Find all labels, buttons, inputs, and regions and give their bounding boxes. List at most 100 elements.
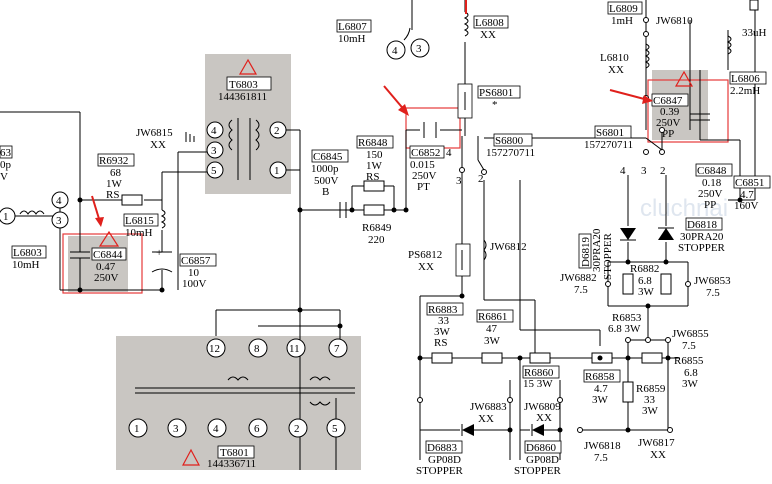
red-arrows bbox=[91, 0, 653, 227]
svg-text:GP08D: GP08D bbox=[428, 454, 461, 466]
r6882-resistor: R6882 6.8 3W bbox=[605, 263, 691, 298]
c6852-capacitor: C6852 0.015 250V PT bbox=[409, 122, 445, 193]
svg-text:6.8: 6.8 bbox=[684, 367, 698, 379]
jw6818-jumper: JW6818 7.5 bbox=[577, 427, 621, 464]
jw6853-jumper: JW6853 7.5 bbox=[694, 275, 731, 299]
svg-text:157270711: 157270711 bbox=[584, 139, 633, 151]
svg-text:250V: 250V bbox=[94, 272, 119, 284]
svg-text:0.47: 0.47 bbox=[96, 261, 116, 273]
svg-text:33: 33 bbox=[438, 315, 450, 327]
svg-text:JW6883: JW6883 bbox=[470, 401, 507, 413]
svg-text:157270711: 157270711 bbox=[486, 147, 535, 159]
svg-text:XX: XX bbox=[418, 261, 434, 273]
svg-text:R6860: R6860 bbox=[524, 367, 554, 379]
svg-text:4: 4 bbox=[620, 165, 626, 177]
svg-text:JW6812: JW6812 bbox=[490, 241, 527, 253]
svg-text:R6848: R6848 bbox=[358, 137, 388, 149]
svg-text:JW6817: JW6817 bbox=[638, 437, 675, 449]
svg-text:12: 12 bbox=[209, 343, 220, 355]
svg-text:C6851: C6851 bbox=[735, 177, 764, 189]
r6855-resistor: R6855 6.8 3W bbox=[641, 352, 704, 390]
watermark: cluchnai bbox=[640, 195, 728, 222]
svg-text:GP08D: GP08D bbox=[526, 454, 559, 466]
svg-text:JW6882: JW6882 bbox=[560, 272, 597, 284]
svg-text:30PRA20: 30PRA20 bbox=[680, 231, 724, 243]
svg-text:JW6810: JW6810 bbox=[656, 15, 693, 27]
r6883-resistor: R6883 33 3W RS bbox=[426, 302, 464, 364]
svg-text:+: + bbox=[156, 247, 162, 259]
d6819-diode: D6819 30PRA20 STOPPER bbox=[578, 228, 636, 280]
svg-text:250V: 250V bbox=[412, 170, 437, 182]
ps6801-protector: PS6801 * bbox=[457, 83, 521, 119]
l6809-inductor: L6809 1mH JW6810 bbox=[607, 1, 693, 37]
svg-text:PP: PP bbox=[662, 128, 674, 140]
t6803-ref: T6803 bbox=[229, 79, 258, 91]
wiring bbox=[0, 0, 756, 470]
r6858-resistor: R6858 4.7 3W bbox=[583, 352, 621, 406]
svg-text:2: 2 bbox=[274, 125, 280, 137]
svg-text:1mH: 1mH bbox=[611, 15, 633, 27]
svg-text:7.5: 7.5 bbox=[706, 287, 720, 299]
svg-text:R6858: R6858 bbox=[585, 371, 615, 383]
t6801-warning-icon bbox=[182, 448, 200, 466]
svg-text:RS: RS bbox=[106, 189, 119, 201]
svg-text:L6809: L6809 bbox=[609, 3, 638, 15]
svg-text:XX: XX bbox=[150, 139, 166, 151]
svg-text:D6860: D6860 bbox=[526, 442, 556, 454]
svg-text:150: 150 bbox=[366, 149, 383, 161]
svg-text:3: 3 bbox=[56, 215, 62, 227]
svg-text:7.5: 7.5 bbox=[594, 452, 608, 464]
c6844-warning-icon bbox=[98, 230, 120, 247]
svg-text:RS: RS bbox=[434, 337, 447, 349]
r6860-resistor: R6860 15 3W bbox=[522, 352, 560, 390]
ps6812-protector: PS6812 XX JW6812 bbox=[408, 239, 527, 277]
svg-text:C6852: C6852 bbox=[411, 147, 440, 159]
r6861-resistor: R6861 47 3W bbox=[476, 309, 514, 364]
svg-text:3W: 3W bbox=[592, 394, 609, 406]
c6851-capacitor: C6851 4.7 160V bbox=[733, 175, 771, 212]
svg-text:STOPPER: STOPPER bbox=[678, 242, 726, 254]
t6801-ref: T6801 bbox=[220, 447, 249, 459]
jw6817-jumper: JW6817 XX bbox=[638, 427, 675, 461]
l6810-inductor: L6810 XX bbox=[600, 43, 665, 133]
svg-text:3W: 3W bbox=[484, 335, 501, 347]
jw6809-jumper: JW6809 XX bbox=[524, 397, 563, 424]
svg-text:R6855: R6855 bbox=[674, 355, 704, 367]
d6883-diode: D6883 GP08D STOPPER bbox=[416, 424, 474, 477]
svg-text:PS6801: PS6801 bbox=[479, 87, 513, 99]
svg-text:6.8 3W: 6.8 3W bbox=[608, 323, 641, 335]
svg-text:6.8: 6.8 bbox=[638, 275, 652, 287]
l6803-ref: L6803 bbox=[13, 247, 42, 259]
svg-text:XX: XX bbox=[478, 413, 494, 425]
svg-text:S6801: S6801 bbox=[596, 127, 624, 139]
l6815-inductor: L6815 10mH bbox=[123, 209, 166, 239]
svg-text:500V: 500V bbox=[314, 175, 339, 187]
svg-text:R6853: R6853 bbox=[612, 312, 642, 324]
svg-text:0.18: 0.18 bbox=[702, 177, 722, 189]
svg-text:33: 33 bbox=[644, 394, 656, 406]
r6859-resistor: R6859 33 3W bbox=[622, 381, 666, 417]
svg-text:47: 47 bbox=[486, 323, 498, 335]
svg-text:D6883: D6883 bbox=[427, 442, 457, 454]
svg-text:XX: XX bbox=[650, 449, 666, 461]
svg-text:1: 1 bbox=[274, 165, 280, 177]
left-partial: 63 0p V 1 4 3 L6803 10mH bbox=[0, 145, 69, 271]
svg-text:7.5: 7.5 bbox=[574, 284, 588, 296]
t6801-part: 144336711 bbox=[207, 458, 256, 470]
svg-text:3: 3 bbox=[641, 165, 647, 177]
svg-text:C6844: C6844 bbox=[93, 249, 123, 261]
c6852-highlight bbox=[405, 107, 461, 149]
svg-text:JW6815: JW6815 bbox=[136, 127, 173, 139]
l6807-inductor: L6807 10mH 4 3 bbox=[336, 0, 430, 60]
svg-text:PT: PT bbox=[417, 181, 430, 193]
svg-text:250V: 250V bbox=[698, 188, 723, 200]
svg-text:1: 1 bbox=[3, 211, 9, 223]
svg-text:R6849: R6849 bbox=[362, 222, 392, 234]
t6803-part: 144361811 bbox=[218, 91, 267, 103]
svg-text:4: 4 bbox=[392, 45, 398, 57]
svg-text:PS6812: PS6812 bbox=[408, 249, 442, 261]
svg-text:5: 5 bbox=[332, 423, 338, 435]
c6844-highlight bbox=[62, 233, 143, 294]
svg-text:2: 2 bbox=[660, 165, 666, 177]
